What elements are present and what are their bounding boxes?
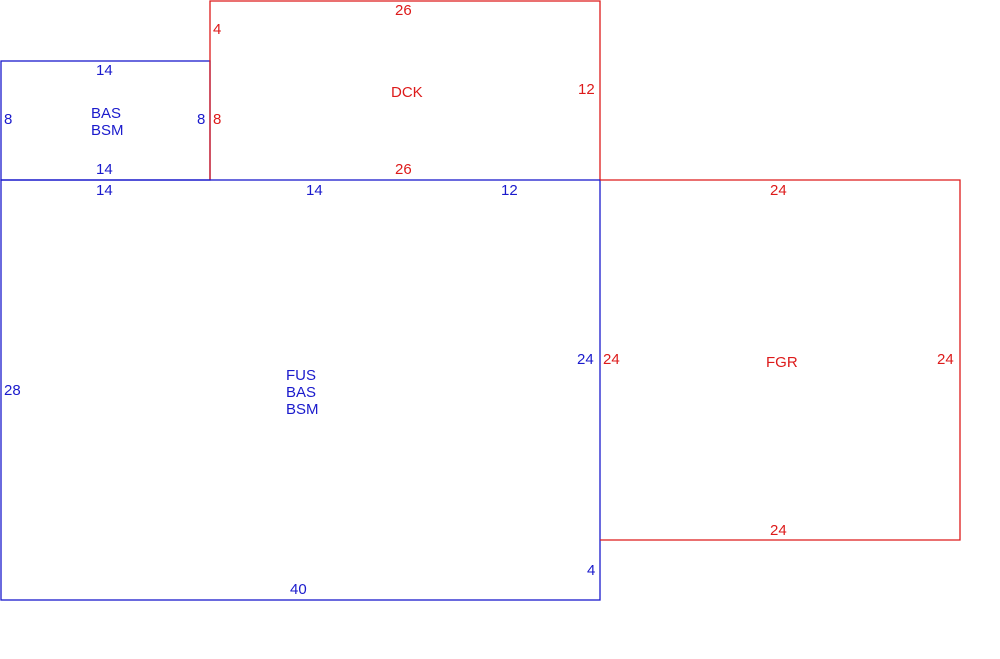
garage-dim-right: 24 [937,351,954,368]
main-label-line1: FUS [286,367,316,384]
main-label-line2: BAS [286,384,316,401]
deck-dim-right: 12 [578,81,595,98]
bas-top-dim-left: 8 [4,111,12,128]
deck-dim-top: 26 [395,2,412,19]
bas-top-dim-right: 8 [197,111,205,128]
bas-top-label-line2: BSM [91,122,124,139]
main-dim-top-a: 14 [96,182,113,199]
deck-dim-left-lower: 8 [213,111,221,128]
garage-label: FGR [766,354,798,371]
main-dim-top-b: 14 [306,182,323,199]
main-dim-right: 24 [577,351,594,368]
bas-top-label-line1: BAS [91,105,121,122]
main-label-line3: BSM [286,401,319,418]
main-dim-left: 28 [4,382,21,399]
bas-top-dim-bottom: 14 [96,161,113,178]
garage-dim-top: 24 [770,182,787,199]
garage-outline [600,179,961,541]
deck-label: DCK [391,84,423,101]
deck-dim-left: 4 [213,21,221,38]
deck-dim-bottom: 26 [395,161,412,178]
bas-top-dim-top: 14 [96,62,113,79]
garage-dim-bottom: 24 [770,522,787,539]
deck-outline [209,0,601,180]
main-dim-right-small: 4 [587,562,595,579]
main-dim-top-c: 12 [501,182,518,199]
garage-dim-left: 24 [603,351,620,368]
main-area-outline [0,179,601,601]
main-dim-bottom: 40 [290,581,307,598]
